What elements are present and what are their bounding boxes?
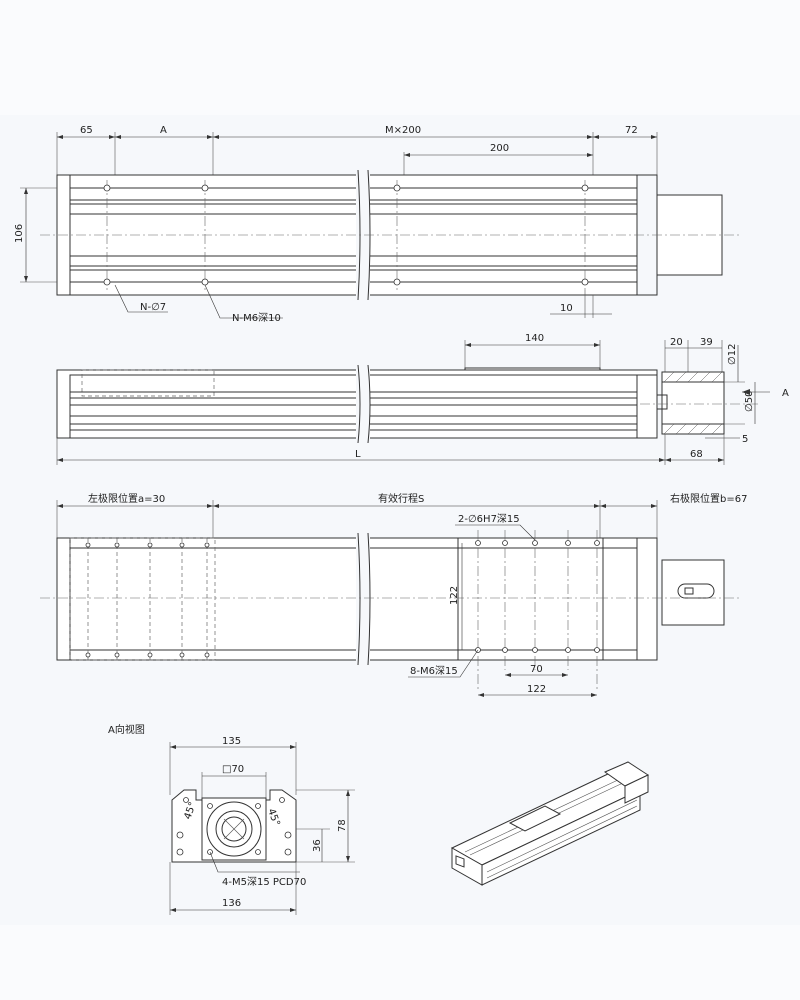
dim-65: 65 <box>80 125 93 136</box>
dim-10: 10 <box>560 303 573 314</box>
dim-70: 70 <box>530 664 543 675</box>
right-limit-label: 右极限位置b=67 <box>670 492 747 505</box>
dim-140: 140 <box>525 333 544 344</box>
left-limit-label: 左极限位置a=30 <box>88 492 165 505</box>
dim-122-horizontal: 122 <box>527 684 546 695</box>
dim-122-vertical: 122 <box>449 586 460 605</box>
view-arrow-a: A <box>782 388 789 399</box>
dim-78: 78 <box>337 819 348 832</box>
label-m6: 8-M6深15 <box>410 665 458 677</box>
dim-39: 39 <box>700 337 713 348</box>
isometric-view <box>450 761 650 886</box>
dim-106: 106 <box>14 224 25 243</box>
dim-135: 135 <box>222 736 241 747</box>
label-holes: N-∅7 <box>140 302 166 313</box>
side-view: 140 20 39 <box>56 333 789 465</box>
dim-20: 20 <box>670 337 683 348</box>
a-view: A向视图 135 □70 <box>108 723 355 915</box>
stroke-label: 有效行程S <box>378 492 424 505</box>
dim-a: A <box>160 125 167 136</box>
a-view-title: A向视图 <box>108 723 145 736</box>
dim-sq70: □70 <box>222 764 244 775</box>
dim-68: 68 <box>690 449 703 460</box>
dim-200: 200 <box>490 143 509 154</box>
plan-view: 左极限位置a=30 有效行程S 右极限位置b=67 <box>40 492 747 697</box>
dim-72: 72 <box>625 125 638 136</box>
label-dowel: 2-∅6H7深15 <box>458 513 520 525</box>
label-threads: N-M6深10 <box>232 312 281 324</box>
dim-d50: ∅50 <box>744 391 755 412</box>
top-view: 65 A M×200 72 200 <box>14 125 740 324</box>
dim-l: L <box>355 449 361 460</box>
dim-5: 5 <box>742 434 748 445</box>
dim-pitch: M×200 <box>385 125 421 136</box>
label-m5: 4-M5深15 PCD70 <box>222 876 306 888</box>
dim-136: 136 <box>222 898 241 909</box>
dim-36: 36 <box>312 839 323 852</box>
dim-d12: ∅12 <box>727 344 738 365</box>
